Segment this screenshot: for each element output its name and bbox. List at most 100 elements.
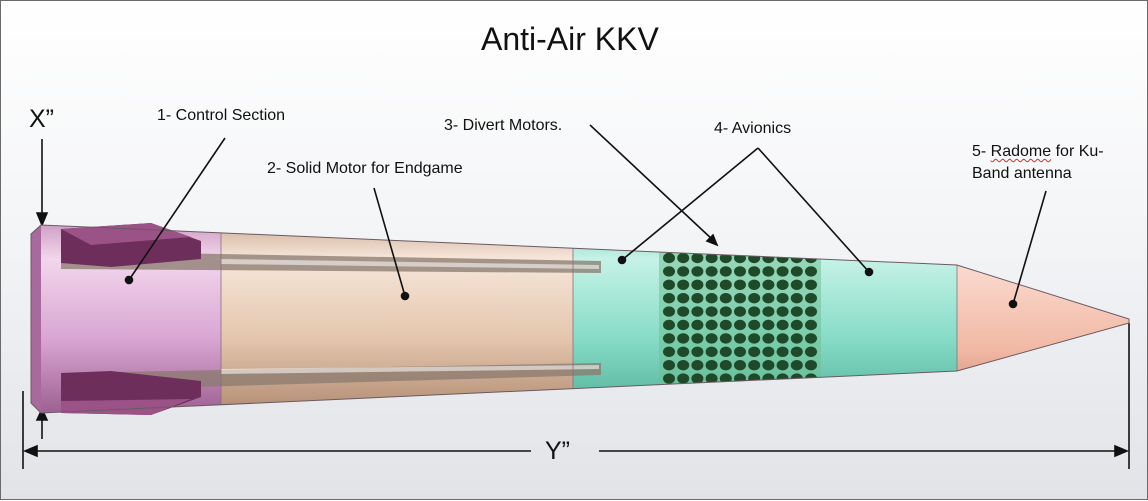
x-dimension-label: X” (29, 105, 54, 133)
control-section-label: 1- Control Section (157, 107, 286, 124)
nozzle-dot (691, 360, 704, 371)
nozzle-dot (705, 333, 718, 344)
nozzle-dot (790, 333, 803, 344)
nozzle-dot (805, 293, 817, 304)
nozzle-dot (677, 319, 690, 331)
nozzle-dot (691, 333, 704, 344)
nozzle-dot (677, 346, 690, 357)
nozzle-dot (790, 346, 803, 357)
nozzle-dot (762, 306, 775, 317)
nozzle-dot (663, 360, 675, 371)
nozzle-dot (790, 293, 803, 304)
nozzle-dot (805, 266, 817, 277)
nozzle-dot (705, 279, 718, 290)
nozzle-dot (762, 360, 775, 371)
nozzle-dot (748, 360, 761, 371)
nozzle-dot (805, 319, 817, 331)
nozzle-dot (776, 279, 789, 290)
nozzle-dot (705, 293, 718, 304)
nozzle-dot (663, 333, 675, 344)
nozzle-dot (748, 266, 761, 277)
nozzle-dot (719, 360, 732, 371)
nozzle-dot (805, 373, 817, 384)
nozzle-dot (663, 373, 675, 384)
nozzle-dot (748, 373, 761, 384)
nozzle-dot (762, 319, 775, 331)
nozzle-dot (790, 266, 803, 277)
nozzle-dot (790, 279, 803, 290)
aft-cap (31, 225, 41, 413)
nozzle-dot (762, 346, 775, 357)
nozzle-dot (748, 319, 761, 331)
nozzle-dot (705, 252, 718, 264)
avionics-label: 4- Avionics (714, 120, 792, 137)
nozzle-dot (705, 373, 718, 384)
nozzle-dot (734, 360, 746, 371)
nozzle-dot (776, 293, 789, 304)
divert-motors-label: 3- Divert Motors. (444, 117, 563, 134)
nozzle-dot (748, 333, 761, 344)
nozzle-dot (719, 346, 732, 357)
nozzle-dot (719, 319, 732, 331)
nozzle-dot (663, 306, 675, 317)
nozzle-dot (663, 252, 675, 264)
nozzle-dot (677, 373, 690, 384)
radome-label-line2: Band antenna (972, 165, 1072, 182)
nozzle-dot (762, 333, 775, 344)
nozzle-dot (663, 293, 675, 304)
missile-outline (30, 224, 1130, 414)
nozzle-dot (762, 279, 775, 290)
nozzle-dot (790, 306, 803, 317)
nozzle-dot (776, 333, 789, 344)
nozzle-dot (677, 279, 690, 290)
nozzle-dot (705, 266, 718, 277)
nozzle-dot (734, 333, 746, 344)
nozzle-dot (762, 252, 775, 264)
y-dimension-line (22, 323, 1130, 469)
nozzle-dot (762, 266, 775, 277)
nozzle-dot (691, 293, 704, 304)
leader-lines (124, 124, 1047, 309)
nozzle-dot (762, 293, 775, 304)
nozzle-dot (705, 346, 718, 357)
nozzle-dot (748, 293, 761, 304)
nozzle-dot (719, 306, 732, 317)
nozzle-dot (705, 360, 718, 371)
nozzle-dot (677, 360, 690, 371)
nozzle-dot (805, 306, 817, 317)
nozzle-dot (776, 319, 789, 331)
nozzle-dot (691, 373, 704, 384)
divert-motor-nozzles (663, 252, 817, 384)
radome (957, 225, 1129, 413)
nozzle-dot (748, 306, 761, 317)
nozzle-dot (663, 346, 675, 357)
nozzle-dot (705, 306, 718, 317)
nozzle-dot (719, 293, 732, 304)
nozzle-dot (691, 279, 704, 290)
nozzle-dot (776, 306, 789, 317)
nozzle-dot (719, 266, 732, 277)
radome-label-line1: 5- Radome for Ku- (972, 143, 1104, 160)
nozzle-dot (748, 252, 761, 264)
nozzle-dot (705, 319, 718, 331)
solid-motor-label: 2- Solid Motor for Endgame (267, 160, 463, 177)
nozzle-dot (805, 333, 817, 344)
nozzle-dot (790, 319, 803, 331)
nozzle-dot (691, 346, 704, 357)
nozzle-dot (663, 266, 675, 277)
nozzle-dot (663, 279, 675, 290)
nozzle-dot (663, 319, 675, 331)
nozzle-dot (677, 306, 690, 317)
nozzle-dot (805, 346, 817, 357)
nozzle-dot (719, 333, 732, 344)
nozzle-dot (691, 266, 704, 277)
nozzle-dot (748, 346, 761, 357)
nozzle-dot (748, 279, 761, 290)
nozzle-dot (805, 279, 817, 290)
y-dimension-label: Y” (545, 437, 570, 465)
nozzle-dot (734, 373, 746, 384)
nozzle-dot (776, 360, 789, 371)
nozzle-dot (776, 346, 789, 357)
